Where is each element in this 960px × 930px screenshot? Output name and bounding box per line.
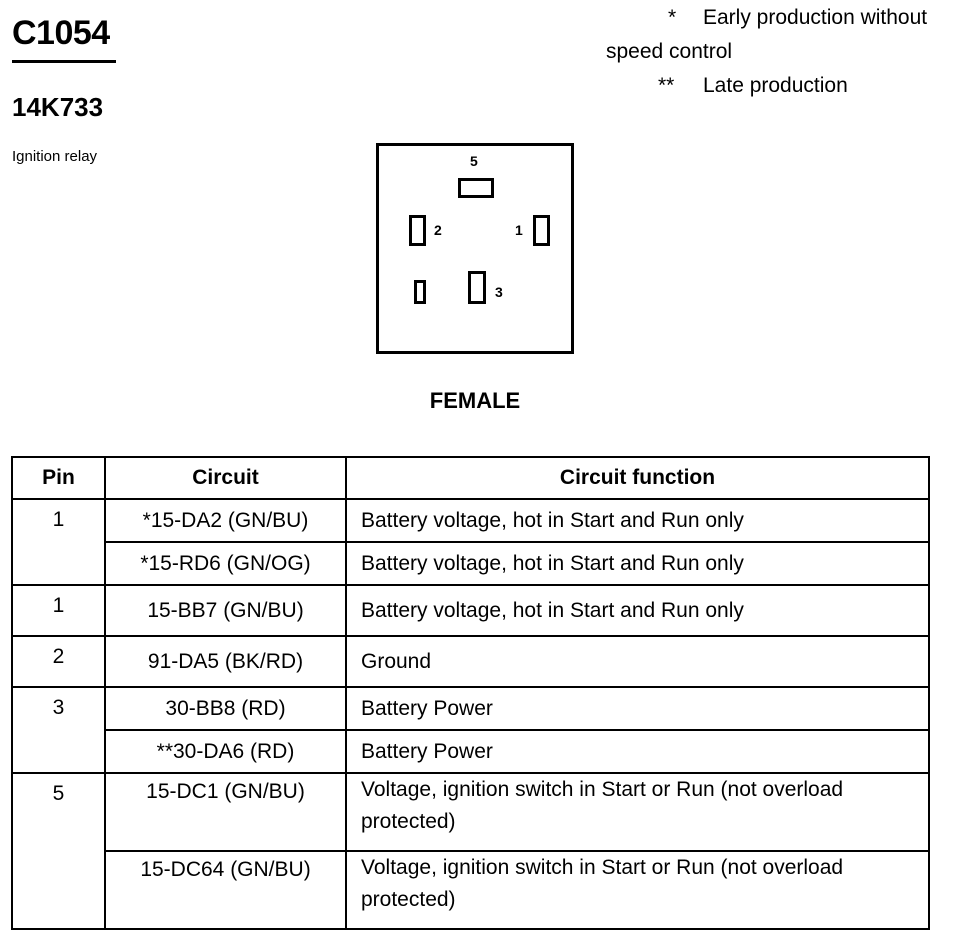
note-late-marker: **	[658, 74, 675, 97]
circuit-cell: 15-BB7 (GN/BU)	[104, 584, 347, 637]
pin-cell: 1	[11, 584, 106, 637]
pin-3-cavity	[468, 271, 486, 304]
pin-cell: 1	[11, 498, 106, 586]
table-row: 1 15-BB7 (GN/BU) Battery voltage, hot in…	[11, 584, 930, 637]
header-pin: Pin	[11, 456, 106, 500]
function-cell: Battery Power	[345, 686, 930, 731]
circuit-cell: 91-DA5 (BK/RD)	[104, 635, 347, 688]
table-row: 5 15-DC1 (GN/BU) Voltage, ignition switc…	[11, 772, 930, 930]
note-early-marker: *	[668, 6, 677, 29]
connector-id: C1054	[12, 14, 110, 52]
part-number: 14K733	[12, 92, 104, 122]
function-cell: Voltage, ignition switch in Start or Run…	[345, 850, 930, 930]
pin-2-cavity	[409, 215, 426, 246]
table-row: **30-DA6 (RD) Battery Power	[12, 729, 930, 774]
pin-cell: 2	[11, 635, 106, 688]
note-early-text-cont: speed control	[606, 40, 733, 63]
function-cell: Ground	[345, 635, 930, 688]
table-row: 3 30-BB8 (RD) Battery Power	[11, 686, 930, 774]
connector-description: Ignition relay	[12, 148, 98, 165]
pin-cell: 5	[11, 772, 106, 930]
pin-cell: 3	[11, 686, 106, 774]
header-circuit-function: Circuit function	[345, 456, 930, 500]
function-cell: Battery voltage, hot in Start and Run on…	[345, 584, 930, 637]
connector-face-diagram: 5 2 1 3	[376, 143, 574, 354]
circuit-cell: 15-DC64 (GN/BU)	[104, 850, 347, 930]
table-row: 2 91-DA5 (BK/RD) Ground	[11, 635, 930, 688]
table-row: *15-RD6 (GN/OG) Battery voltage, hot in …	[12, 541, 930, 586]
table-row: 1 *15-DA2 (GN/BU) Battery voltage, hot i…	[11, 498, 930, 586]
function-cell: Battery Power	[345, 729, 930, 774]
pin-5-label: 5	[470, 153, 478, 169]
pin-1-label: 1	[515, 222, 523, 238]
pin-5-cavity	[458, 178, 494, 198]
pin-3-label: 3	[495, 284, 503, 300]
header-circuit: Circuit	[104, 456, 347, 500]
circuit-cell: 30-BB8 (RD)	[104, 686, 347, 731]
function-cell: Voltage, ignition switch in Start or Run…	[345, 772, 930, 852]
table-row: 15-DC64 (GN/BU) Voltage, ignition switch…	[12, 850, 930, 930]
table-header-row: Pin Circuit Circuit function	[11, 456, 930, 500]
unused-cavity	[414, 280, 426, 304]
circuit-cell: **30-DA6 (RD)	[104, 729, 347, 774]
circuit-cell: *15-RD6 (GN/OG)	[104, 541, 347, 586]
title-underline	[12, 60, 116, 63]
circuit-cell: 15-DC1 (GN/BU)	[104, 772, 347, 852]
connector-gender-label: FEMALE	[429, 388, 521, 413]
note-early-text: Early production without	[703, 6, 928, 29]
pin-table: Pin Circuit Circuit function 1 *15-DA2 (…	[11, 456, 930, 930]
function-cell: Battery voltage, hot in Start and Run on…	[345, 498, 930, 543]
pin-1-cavity	[533, 215, 550, 246]
pin-2-label: 2	[434, 222, 442, 238]
function-cell: Battery voltage, hot in Start and Run on…	[345, 541, 930, 586]
circuit-cell: *15-DA2 (GN/BU)	[104, 498, 347, 543]
note-late-text: Late production	[703, 74, 848, 97]
